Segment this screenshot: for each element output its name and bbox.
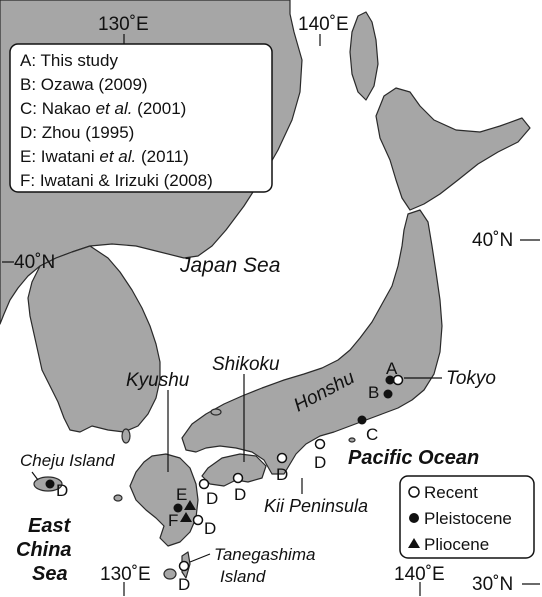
korean-peninsula <box>27 245 161 433</box>
yakushima-shape <box>163 568 177 580</box>
site-letter-d-kyushu-north: D <box>206 489 218 508</box>
site-markers <box>45 374 404 572</box>
site-letter-a: A <box>386 359 398 378</box>
label-japan-sea: Japan Sea <box>179 254 280 277</box>
lat-label-30-right: 30˚N <box>472 574 513 595</box>
hokkaido <box>375 87 531 211</box>
site-letter-d-cheju: D <box>56 481 68 500</box>
site-letter-f: F <box>168 511 178 530</box>
tsushima-islet <box>121 428 131 444</box>
site-letter-d-kyushu-south: D <box>204 519 216 538</box>
svg-text:China: China <box>16 539 72 561</box>
label-tokyo: Tokyo <box>446 368 496 389</box>
izu-islet <box>348 437 356 443</box>
site-d-shikoku-east-recent-circle <box>276 452 288 464</box>
reference-e: E: Iwatani et al. (2011) <box>20 147 189 166</box>
lat-label-40-left: 40˚N <box>14 252 55 273</box>
svg-text:Tanegashima: Tanegashima <box>214 545 315 564</box>
site-letters: A B C D D D D D D E F D <box>56 359 398 594</box>
lon-label-140-top: 140˚E <box>298 14 349 35</box>
reference-b: B: Ozawa (2009) <box>20 75 148 94</box>
lon-label-130-bottom: 130˚E <box>100 564 151 585</box>
goto-islet <box>113 494 123 502</box>
reference-a: A: This study <box>20 51 118 70</box>
site-a-pleistocene-circle <box>385 375 395 385</box>
site-d-cheju-pleistocene-circle <box>45 479 55 489</box>
honshu <box>181 209 443 475</box>
site-d-kyushu-south-recent-circle <box>192 514 204 526</box>
oki-islet <box>210 408 222 416</box>
lon-label-140-bottom: 140˚E <box>394 564 445 585</box>
legend-recent-symbol <box>408 486 420 498</box>
reference-d: D: Zhou (1995) <box>20 123 134 142</box>
reference-box: A: This study B: Ozawa (2009) C: Nakao e… <box>9 43 273 193</box>
site-f-pliocene-triangle <box>180 512 192 522</box>
site-e-pliocene-triangle <box>184 500 196 510</box>
site-letter-d-kii: D <box>314 453 326 472</box>
lon-label-130-top: 130˚E <box>98 14 149 35</box>
legend-pliocene-symbol <box>408 538 420 548</box>
site-letter-d-tanegashima: D <box>178 575 190 594</box>
svg-text:East: East <box>28 515 72 537</box>
legend-pleistocene-symbol <box>409 513 419 523</box>
reference-f: F: Iwatani & Irizuki (2008) <box>20 171 213 190</box>
legend-recent-label: Recent <box>424 483 478 502</box>
site-d-kii-recent-circle <box>314 438 326 450</box>
site-c-pleistocene-circle <box>357 415 367 425</box>
label-pacific-ocean: Pacific Ocean <box>348 447 479 469</box>
site-b-pleistocene-circle <box>383 389 393 399</box>
site-letter-d-shikoku: D <box>234 485 246 504</box>
label-kyushu: Kyushu <box>126 370 190 391</box>
label-cheju-island: Cheju Island <box>20 451 115 470</box>
site-d-shikoku-south-recent-circle <box>232 472 244 484</box>
leader-cheju <box>31 471 39 481</box>
lat-label-40-right: 40˚N <box>472 230 513 251</box>
site-letter-c: C <box>366 425 378 444</box>
label-tanegashima-island: Tanegashima Island <box>214 545 315 586</box>
site-d-kyushu-north-recent-circle <box>198 478 210 490</box>
site-letter-d-east: D <box>276 465 288 484</box>
legend-pleistocene-label: Pleistocene <box>424 509 512 528</box>
kyushu <box>129 453 199 547</box>
site-e-pleistocene-circle <box>173 503 183 513</box>
leader-tanegashima <box>189 553 211 563</box>
legend-pliocene-label: Pliocene <box>424 535 489 554</box>
site-letter-b: B <box>368 383 379 402</box>
svg-text:Island: Island <box>220 567 266 586</box>
symbol-legend: Recent Pleistocene Pliocene <box>399 475 535 559</box>
sakhalin-island <box>349 11 379 101</box>
svg-text:Sea: Sea <box>32 563 68 585</box>
label-shikoku: Shikoku <box>212 354 280 375</box>
reference-c: C: Nakao et al. (2001) <box>20 99 186 118</box>
label-kii-peninsula: Kii Peninsula <box>264 496 368 516</box>
site-letter-e: E <box>176 485 187 504</box>
site-d-tanegashima-recent-circle <box>178 560 190 572</box>
label-east-china-sea: East China Sea <box>16 515 72 585</box>
